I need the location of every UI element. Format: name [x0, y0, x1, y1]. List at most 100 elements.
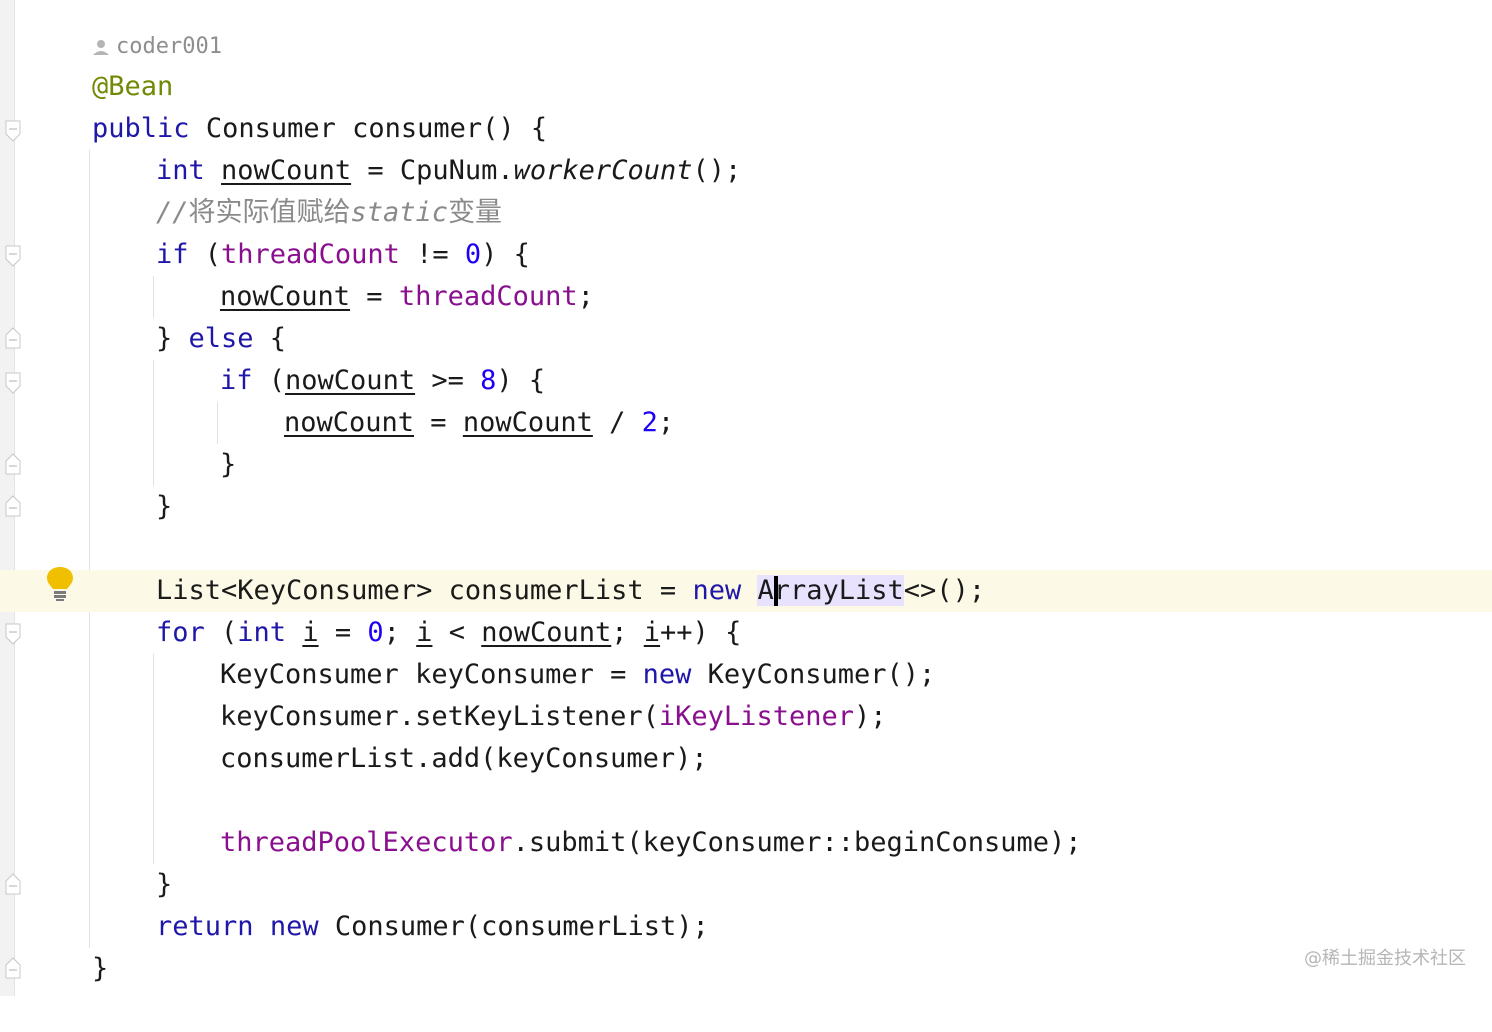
code-line[interactable]: }: [0, 444, 1492, 486]
code-token: {: [253, 323, 287, 354]
code-token: ();: [692, 155, 742, 186]
code-text: consumerList.add(keyConsumer);: [220, 743, 708, 774]
code-token: (: [204, 617, 238, 648]
indent-guide: [217, 402, 218, 444]
keyword: for: [156, 617, 205, 648]
code-token: );: [853, 701, 887, 732]
code-token: ;: [611, 617, 644, 648]
code-token: !=: [399, 239, 465, 270]
current-code-line[interactable]: List<KeyConsumer> consumerList = new Arr…: [0, 570, 1492, 612]
code-token: [741, 575, 757, 606]
fold-icon[interactable]: [5, 372, 21, 394]
indent-guide: [153, 654, 154, 864]
code-line[interactable]: nowCount = nowCount / 2;: [0, 402, 1492, 444]
code-token: >=: [415, 365, 481, 396]
code-text: KeyConsumer keyConsumer = new KeyConsume…: [220, 654, 935, 696]
code-token: }: [156, 323, 189, 354]
code-text: if (nowCount >= 8) {: [220, 360, 545, 402]
code-token: ;: [577, 281, 594, 312]
code-token: KeyConsumer();: [691, 659, 936, 690]
code-text: int nowCount = CpuNum.workerCount();: [156, 150, 741, 192]
code-line-empty[interactable]: [0, 528, 1492, 570]
author-name: coder001: [116, 34, 222, 59]
annotation: @Bean: [92, 71, 174, 102]
keyword: public: [92, 113, 190, 144]
code-line[interactable]: if (threadCount != 0) {: [0, 234, 1492, 276]
author-hint[interactable]: coder001: [92, 30, 222, 64]
keyword: new: [269, 911, 319, 942]
code-line[interactable]: threadPoolExecutor.submit(keyConsumer::b…: [0, 822, 1492, 864]
code-line[interactable]: @Bean: [0, 66, 1492, 108]
code-token: rrayList: [773, 575, 904, 606]
code-line[interactable]: }: [0, 948, 1492, 990]
keyword: new: [642, 659, 692, 690]
text-caret: [773, 575, 778, 606]
code-token: .submit(keyConsumer::beginConsume);: [512, 827, 1082, 858]
indent-guide: [153, 360, 154, 486]
fold-icon[interactable]: [5, 327, 21, 349]
code-line-empty[interactable]: [0, 780, 1492, 822]
code-line[interactable]: return new Consumer(consumerList);: [0, 906, 1492, 948]
variable: i: [643, 617, 661, 648]
field: threadPoolExecutor: [220, 827, 513, 858]
keyword: int: [156, 155, 205, 186]
code-text: List<KeyConsumer> consumerList = new Arr…: [156, 570, 985, 612]
fold-icon[interactable]: [5, 957, 21, 979]
code-line[interactable]: } else {: [0, 318, 1492, 360]
indent-guide: [153, 276, 154, 318]
code-token: KeyConsumer keyConsumer =: [220, 659, 643, 690]
code-text: } else {: [156, 318, 286, 360]
code-line[interactable]: if (nowCount >= 8) {: [0, 360, 1492, 402]
watermark: @稀土掘金技术社区: [1304, 948, 1466, 969]
code-token: List<KeyConsumer> consumerList =: [156, 575, 693, 606]
code-text: keyConsumer.setKeyListener(iKeyListener)…: [220, 696, 887, 738]
code-token: ) {: [481, 239, 530, 270]
field: threadCount: [398, 281, 578, 312]
closing-brace: }: [92, 953, 109, 984]
fold-icon[interactable]: [5, 120, 21, 142]
code-token: (: [252, 365, 286, 396]
closing-brace: }: [220, 449, 237, 480]
closing-brace: }: [156, 869, 173, 900]
keyword: if: [220, 365, 253, 396]
fold-icon[interactable]: [5, 873, 21, 895]
variable: i: [302, 617, 319, 648]
indent-guide: [89, 150, 90, 948]
code-token: keyConsumer.setKeyListener(: [220, 701, 659, 732]
method-signature: public Consumer consumer() {: [92, 108, 547, 150]
code-line[interactable]: KeyConsumer keyConsumer = new KeyConsume…: [0, 654, 1492, 696]
code-line[interactable]: }: [0, 486, 1492, 528]
fold-icon[interactable]: [5, 623, 21, 645]
code-token: =: [318, 617, 368, 648]
variable: i: [416, 617, 433, 648]
variable: nowCount: [284, 407, 415, 438]
variable: nowCount: [462, 407, 593, 438]
method-name: consumer() {: [352, 113, 548, 144]
code-token: ) {: [496, 365, 546, 396]
fold-icon[interactable]: [5, 495, 21, 517]
number: 8: [480, 365, 497, 396]
highlighted-identifier[interactable]: ArrayList: [757, 575, 904, 606]
code-line[interactable]: nowCount = threadCount;: [0, 276, 1492, 318]
lightbulb-icon[interactable]: [46, 566, 74, 602]
code-token: /: [592, 407, 642, 438]
fold-icon[interactable]: [5, 245, 21, 267]
code-line[interactable]: public Consumer consumer() {: [0, 108, 1492, 150]
comment-slashes: //: [156, 197, 189, 228]
code-text: if (threadCount != 0) {: [156, 234, 530, 276]
code-line[interactable]: int nowCount = CpuNum.workerCount();: [0, 150, 1492, 192]
code-line[interactable]: //将实际值赋给static变量: [0, 192, 1492, 234]
code-token: (: [188, 239, 222, 270]
code-line[interactable]: }: [0, 864, 1492, 906]
code-token: =: [350, 281, 399, 312]
code-line[interactable]: consumerList.add(keyConsumer);: [0, 738, 1492, 780]
variable: nowCount: [220, 281, 351, 312]
variable: nowCount: [285, 365, 416, 396]
code-line[interactable]: for (int i = 0; i < nowCount; i++) {: [0, 612, 1492, 654]
code-token: =: [414, 407, 463, 438]
user-icon: [93, 40, 109, 55]
fold-icon[interactable]: [5, 453, 21, 475]
code-line[interactable]: keyConsumer.setKeyListener(iKeyListener)…: [0, 696, 1492, 738]
code-text: return new Consumer(consumerList);: [156, 906, 709, 948]
code-token: [286, 617, 302, 648]
